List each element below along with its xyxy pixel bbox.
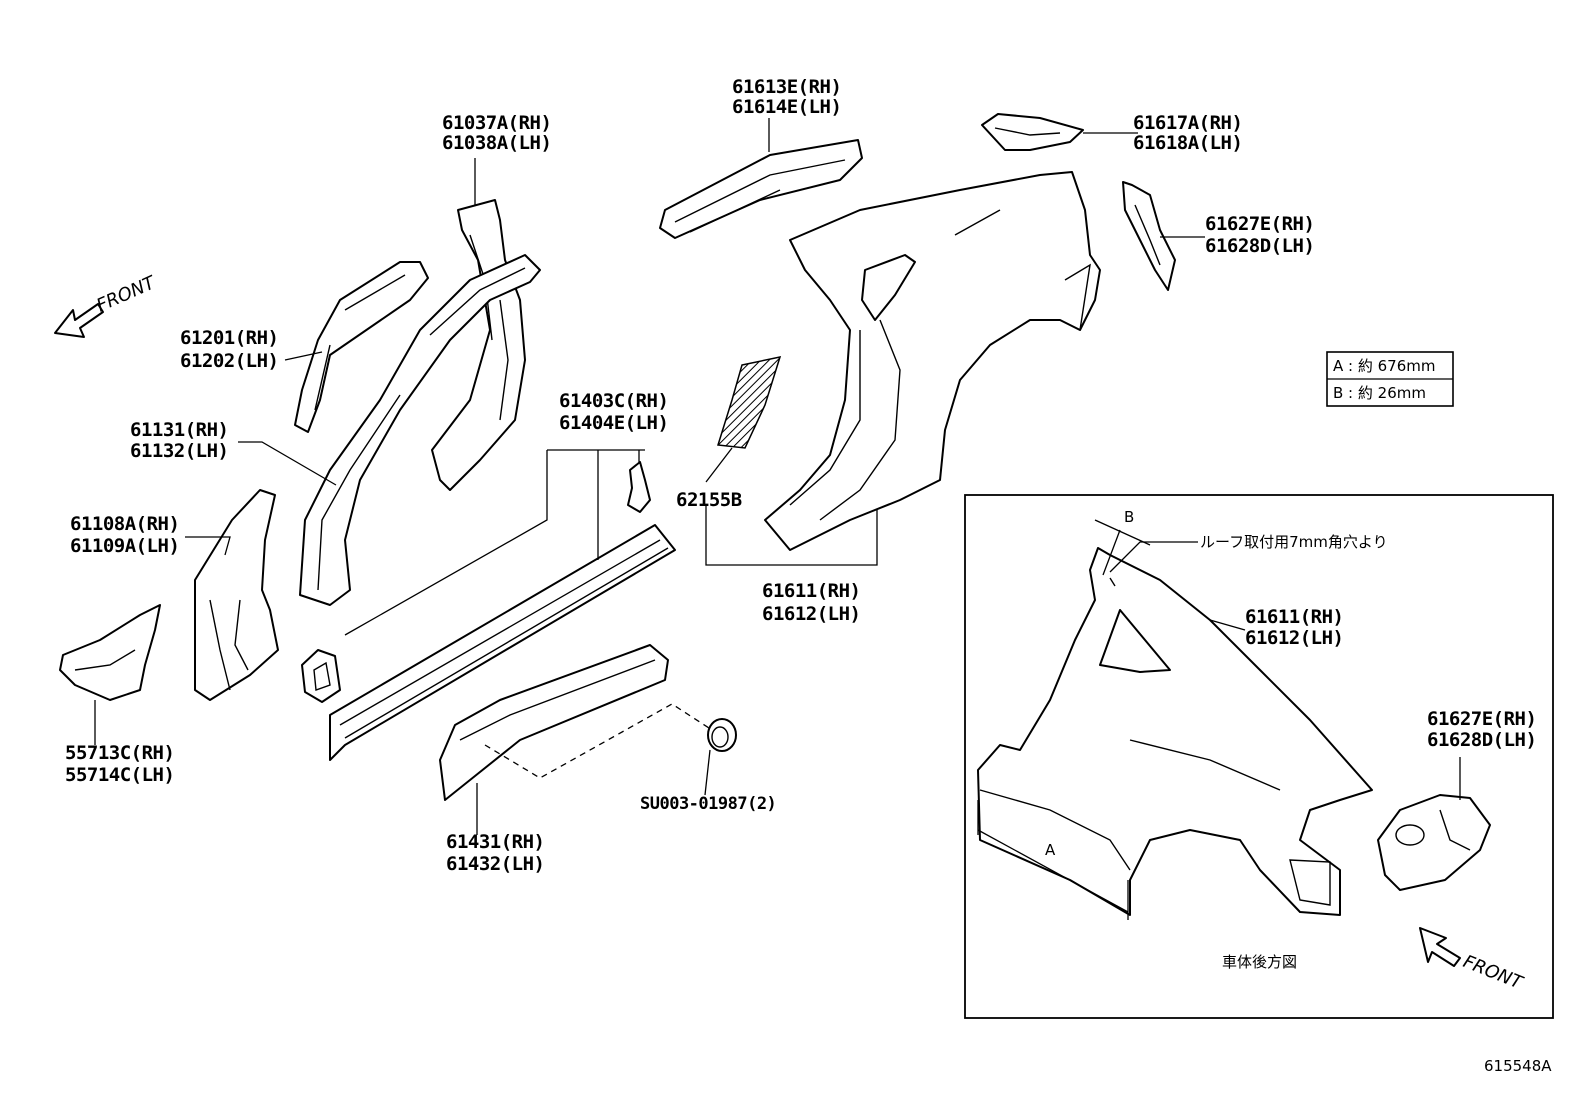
label-61131-rh: 61131(RH) [130,419,228,441]
label-61611: 61611(RH) 61612(LH) [762,580,861,625]
label-61613-rh: 61613E(RH) [732,76,841,98]
label-61201: 61201(RH) 61202(LH) [180,327,279,372]
part-61431-rocker [439,644,713,835]
dimension-row-a: A : 約 676mm [1333,357,1435,375]
label-61201-lh: 61202(LH) [180,350,278,372]
front-arrow-main: FRONT [54,272,160,338]
label-61611-lh: 61612(LH) [762,603,860,625]
label-61617-lh: 61618A(LH) [1133,132,1242,154]
part-61613-rail [659,118,863,239]
part-61617-bracket [981,113,1138,151]
diagram-code: 615548A [1484,1057,1552,1075]
label-61627: 61627E(RH) 61628D(LH) [1205,213,1315,257]
label-61037: 61037A(RH) 61038A(LH) [442,112,552,154]
part-61403-rocker [301,449,676,761]
label-61617: 61617A(RH) 61618A(LH) [1133,112,1243,154]
inset-label-61611-rh: 61611(RH) [1245,606,1343,628]
part-61611-quarter [705,171,1101,566]
label-61403-rh: 61403C(RH) [559,390,668,412]
part-61627-bracket [1122,181,1205,291]
label-61627-lh: 61628D(LH) [1205,235,1314,257]
label-61611-rh: 61611(RH) [762,580,860,602]
dimension-row-b: B : 約 26mm [1333,384,1426,402]
label-61037-rh: 61037A(RH) [442,112,551,134]
label-61431-rh: 61431(RH) [446,831,544,853]
label-61613-lh: 61614E(LH) [732,96,841,118]
label-61108-lh: 61109A(LH) [70,535,179,557]
inset-detail: A B ルーフ取付用7mm角穴より 61611(RH) 61612(LH) 61… [964,494,1554,1019]
label-55713-lh: 55714C(LH) [65,764,174,786]
inset-dim-a: A [1045,841,1056,859]
part-62155b-pad [705,356,782,483]
label-61403-lh: 61404E(LH) [559,412,668,434]
inset-label-61627-lh: 61628D(LH) [1427,729,1536,751]
label-61627-rh: 61627E(RH) [1205,213,1314,235]
label-61037-lh: 61038A(LH) [442,132,551,154]
part-61108 [185,489,279,701]
part-55713-bracket [59,604,161,745]
part-61131 [238,254,541,606]
label-61613: 61613E(RH) 61614E(LH) [732,76,842,118]
label-61108: 61108A(RH) 61109A(LH) [70,513,180,557]
dimension-table: A : 約 676mm B : 約 26mm [1326,351,1454,407]
label-55713-rh: 55713C(RH) [65,742,174,764]
label-62155b: 62155B [676,489,742,511]
label-55713: 55713C(RH) 55714C(LH) [65,742,175,786]
label-61431: 61431(RH) 61432(LH) [446,831,545,875]
label-su003: SU003-01987(2) [640,794,776,814]
label-61403: 61403C(RH) 61404E(LH) [559,390,669,434]
label-61131: 61131(RH) 61132(LH) [130,419,229,462]
inset-label-61627-rh: 61627E(RH) [1427,708,1536,730]
inset-label-61611-lh: 61612(LH) [1245,627,1343,649]
front-arrow-main-text: FRONT [93,272,160,317]
label-61617-rh: 61617A(RH) [1133,112,1242,134]
part-su003-cap [704,718,737,796]
inset-caption: 車体後方図 [1222,953,1297,971]
inset-note: ルーフ取付用7mm角穴より [1200,533,1388,551]
inset-dim-b: B [1124,508,1134,526]
label-61108-rh: 61108A(RH) [70,513,179,535]
label-61131-lh: 61132(LH) [130,440,228,462]
label-61431-lh: 61432(LH) [446,853,544,875]
part-61201 [284,261,429,433]
label-61201-rh: 61201(RH) [180,327,278,349]
